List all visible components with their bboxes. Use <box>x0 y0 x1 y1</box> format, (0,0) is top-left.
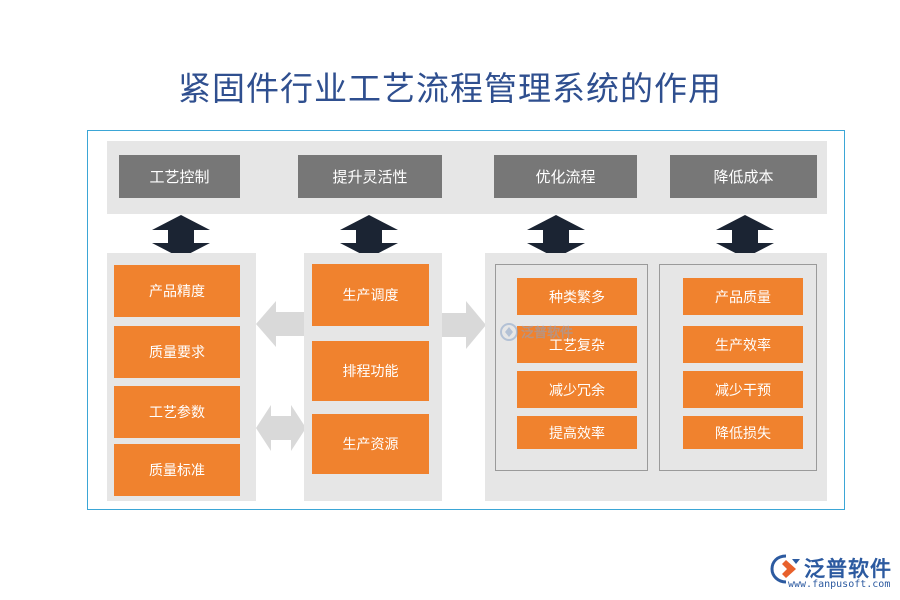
double-arrow-horizontal-icon <box>256 405 306 451</box>
middle-box-production-resources: 生产资源 <box>312 414 429 474</box>
right2-box-reduce-loss: 降低损失 <box>683 416 803 449</box>
double-arrow-icon <box>340 215 398 258</box>
header-box-process-control: 工艺控制 <box>119 155 240 198</box>
middle-box-production-scheduling: 生产调度 <box>312 264 429 326</box>
double-arrow-icon <box>152 215 210 258</box>
header-box-flexibility: 提升灵活性 <box>298 155 442 198</box>
brand-logo-url: www.fanpusoft.com <box>788 579 891 590</box>
double-arrow-icon <box>527 215 585 258</box>
right1-box-reduce-redundancy: 减少冗余 <box>517 371 637 408</box>
right-group-1-frame <box>495 264 648 471</box>
left-arrow-icon <box>256 301 306 347</box>
page-title: 紧固件行业工艺流程管理系统的作用 <box>178 69 722 108</box>
brand-logo-name: 泛普软件 <box>804 557 892 581</box>
header-box-optimize-flow: 优化流程 <box>494 155 637 198</box>
right-group-2-frame <box>659 264 817 471</box>
right1-box-many-types: 种类繁多 <box>517 278 637 315</box>
left-box-process-parameters: 工艺参数 <box>114 386 240 438</box>
diagram-frame <box>87 130 845 510</box>
left-box-product-precision: 产品精度 <box>114 265 240 317</box>
left-box-quality-standard: 质量标准 <box>114 444 240 496</box>
brand-logo: 泛普软件 www.fanpusoft.com <box>770 551 895 596</box>
double-arrow-icon <box>716 215 774 258</box>
right1-box-complex-process: 工艺复杂 <box>517 326 637 363</box>
brand-logo-icon <box>770 554 800 584</box>
right2-box-product-quality: 产品质量 <box>683 278 803 315</box>
middle-box-scheduling-function: 排程功能 <box>312 341 429 401</box>
right2-box-production-efficiency: 生产效率 <box>683 326 803 363</box>
right2-box-reduce-intervention: 减少干预 <box>683 371 803 408</box>
right-arrow-icon <box>442 301 486 349</box>
right1-box-improve-efficiency: 提高效率 <box>517 416 637 449</box>
header-box-reduce-cost: 降低成本 <box>670 155 817 198</box>
left-box-quality-requirement: 质量要求 <box>114 326 240 378</box>
